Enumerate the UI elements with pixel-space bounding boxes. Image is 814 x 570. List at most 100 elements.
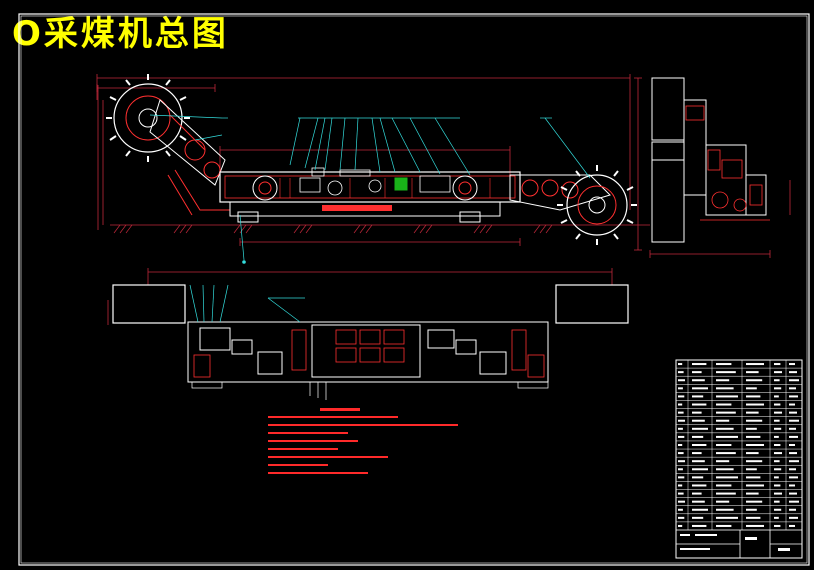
leader-lines	[149, 114, 591, 261]
parts-list-cell-text	[789, 524, 795, 527]
parts-list-cell-text	[746, 508, 757, 511]
title-block	[675, 529, 803, 559]
parts-list-cell-text	[774, 363, 781, 366]
parts-list-cell-text	[692, 468, 708, 471]
parts-list-cell-text	[716, 500, 730, 503]
parts-list-cell-text	[746, 476, 761, 479]
side-elevation-view	[96, 74, 650, 264]
floor-hatching	[113, 224, 553, 234]
parts-list-cell-text	[789, 484, 795, 487]
parts-list-cell-text	[678, 484, 683, 487]
parts-list-cell-text	[746, 411, 759, 414]
parts-list-cell-text	[746, 379, 763, 382]
parts-list-cell-text	[789, 411, 797, 414]
inner-border	[20, 15, 808, 564]
parts-list-cell-text	[692, 476, 704, 479]
leader-dots	[242, 260, 246, 264]
left-cutting-drum	[106, 74, 190, 162]
parts-list-cell-text	[746, 387, 757, 390]
parts-list-cell-text	[774, 395, 779, 398]
parts-list-cell-text	[678, 516, 685, 519]
top-dimensions	[96, 74, 631, 246]
parts-list-cell-text	[746, 363, 764, 366]
parts-list-cell-text	[746, 435, 761, 438]
parts-list-cell-text	[716, 524, 732, 527]
right-ranging-arm	[509, 174, 611, 211]
parts-list-cell-text	[789, 476, 798, 479]
parts-list-cell-text	[774, 484, 781, 487]
parts-list-cell-text	[774, 387, 782, 390]
parts-list-cell-text	[716, 419, 730, 422]
parts-list-cell-text	[774, 516, 779, 519]
parts-list-cell-text	[746, 395, 761, 398]
parts-list-cell-text	[678, 387, 683, 390]
parts-list-cell-text	[789, 419, 799, 422]
parts-list-cell-text	[789, 452, 797, 455]
parts-list-cell-text	[692, 363, 707, 366]
parts-list-cell-text	[678, 419, 685, 422]
drawing-title: O采煤机总图	[12, 14, 229, 54]
parts-list-cell-text	[678, 403, 683, 406]
parts-list-cell-text	[692, 484, 707, 487]
outer-border	[18, 13, 810, 566]
parts-list-cell-text	[774, 427, 782, 430]
parts-list-cell-text	[746, 444, 764, 446]
parts-list-cell-text	[716, 484, 732, 487]
parts-list-cell-text	[692, 403, 707, 406]
title-block-marks	[680, 534, 790, 551]
parts-list-cell-text	[692, 524, 707, 527]
parts-list-cell-text	[692, 492, 702, 495]
parts-list-cell-text	[692, 419, 705, 422]
parts-list-cell-text	[692, 444, 707, 446]
parts-list-cell-text	[678, 476, 685, 479]
parts-list-cell-text	[789, 395, 798, 398]
parts-list-cell-text	[716, 444, 732, 446]
parts-list-cell-text	[746, 516, 761, 519]
parts-list-cell-text	[774, 452, 782, 455]
parts-list-cell-text	[789, 371, 797, 374]
parts-list-cell-text	[678, 371, 684, 374]
parts-list-cell-text	[746, 371, 759, 374]
parts-list-cell-text	[789, 435, 798, 438]
parts-list-cell-text	[692, 411, 702, 414]
parts-list-cell-text	[789, 403, 795, 406]
parts-list-cell-text	[774, 476, 779, 479]
parts-list-cell-text	[746, 427, 757, 430]
parts-list-cell-text	[716, 411, 736, 414]
parts-list-cell-text	[746, 419, 763, 422]
parts-list-cell-text	[789, 508, 796, 511]
parts-list-cell-text	[716, 371, 736, 374]
parts-list-cell-text	[678, 468, 683, 471]
parts-list-cell-text	[716, 395, 738, 398]
traveling-frame	[229, 201, 501, 223]
parts-list-cell-text	[789, 492, 797, 495]
parts-list-cell-text	[692, 371, 702, 374]
parts-list-cell-text	[774, 508, 782, 511]
left-arm-support	[167, 169, 230, 216]
parts-list-cell-text	[692, 387, 708, 390]
parts-list-cell-text	[678, 363, 683, 366]
parts-list-cell-text	[746, 484, 764, 487]
parts-list-cell-text	[789, 516, 798, 519]
parts-list-cell-text	[789, 460, 799, 463]
plan-view	[107, 268, 629, 400]
parts-list-cell-text	[678, 500, 685, 503]
parts-list-cell-text	[678, 460, 685, 463]
parts-list-cell-text	[692, 427, 708, 430]
left-ranging-arm	[149, 99, 226, 186]
parts-list-cell-text	[678, 411, 684, 414]
parts-list-cell-text	[716, 476, 738, 479]
parts-list-cell-text	[692, 435, 704, 438]
parts-list-cell-text	[746, 468, 757, 471]
end-view	[634, 77, 791, 258]
parts-list-cell-text	[716, 435, 738, 438]
parts-list-cell-text	[716, 452, 736, 455]
parts-list-cell-text	[716, 508, 734, 511]
parts-list-cell-text	[692, 460, 705, 463]
parts-list-cell-text	[678, 427, 683, 430]
parts-list-cell-text	[716, 363, 732, 366]
right-cutting-drum	[557, 165, 637, 245]
parts-list-cell-text	[692, 500, 705, 503]
parts-list-cell-text	[716, 460, 730, 463]
parts-list-cell-text	[716, 516, 738, 519]
